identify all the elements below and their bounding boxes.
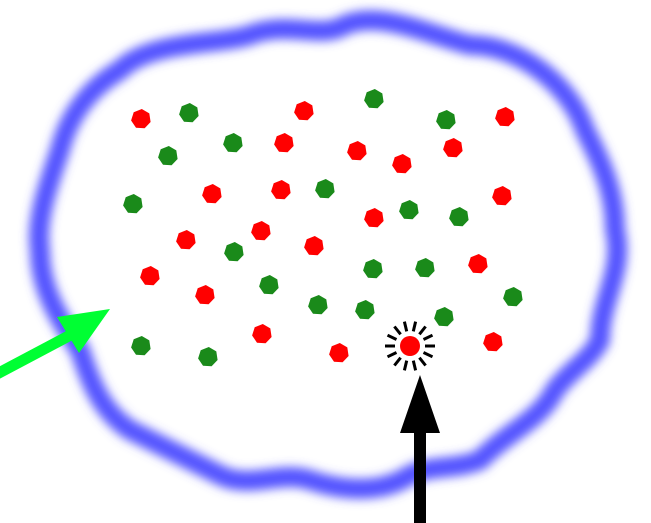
green-arrow-shaft <box>0 330 80 375</box>
red-particle <box>364 208 384 227</box>
green-particle <box>224 242 244 261</box>
black-arrow <box>400 375 440 523</box>
burst-ray <box>419 327 425 335</box>
red-particle <box>294 101 314 120</box>
green-particle <box>131 336 151 355</box>
green-particle <box>223 133 243 152</box>
burst-ray <box>419 358 425 366</box>
red-particle <box>202 184 222 203</box>
green-particle <box>364 89 384 108</box>
red-particle <box>329 343 349 362</box>
red-particles <box>131 101 514 362</box>
red-particle <box>274 133 294 152</box>
red-particle <box>304 236 324 255</box>
burst-ray <box>413 322 415 332</box>
highlighted-red-particle <box>400 336 420 356</box>
green-particle <box>415 258 435 277</box>
green-particle <box>449 207 469 226</box>
red-particle <box>251 221 271 240</box>
burst-ray <box>404 361 406 371</box>
red-particle <box>483 332 503 351</box>
burst-ray <box>413 361 415 371</box>
red-particle <box>392 154 412 173</box>
burst-ray <box>394 358 400 366</box>
burst-ray <box>394 327 400 335</box>
red-particle <box>252 324 272 343</box>
boundary-outline <box>39 20 617 488</box>
burst-ray <box>424 353 433 357</box>
green-particle <box>434 307 454 326</box>
burst-ray <box>404 322 406 332</box>
green-particle <box>436 110 456 129</box>
red-particle <box>176 230 196 249</box>
green-particle <box>315 179 335 198</box>
red-particle <box>195 285 215 304</box>
green-particle <box>123 194 143 213</box>
red-particle <box>271 180 291 199</box>
green-particle <box>158 146 178 165</box>
green-particle <box>355 300 375 319</box>
green-particle <box>308 295 328 314</box>
green-particle <box>259 275 279 294</box>
green-particle <box>399 200 419 219</box>
red-particle <box>131 109 151 128</box>
green-particle <box>503 287 522 306</box>
burst-ray <box>388 353 397 357</box>
red-particle <box>468 254 488 273</box>
red-particle <box>492 186 512 205</box>
green-particle <box>363 259 383 278</box>
green-particle <box>198 347 218 366</box>
highlighted-particle <box>385 322 435 371</box>
red-particle <box>443 138 463 157</box>
green-particles <box>123 89 522 366</box>
burst-ray <box>424 335 433 339</box>
burst-ray <box>388 335 397 339</box>
green-particle <box>179 103 199 122</box>
red-particle <box>347 141 367 160</box>
red-particle <box>140 266 160 285</box>
black-arrow-shaft <box>414 425 426 523</box>
black-arrow-head <box>400 375 440 433</box>
red-particle <box>495 107 514 126</box>
